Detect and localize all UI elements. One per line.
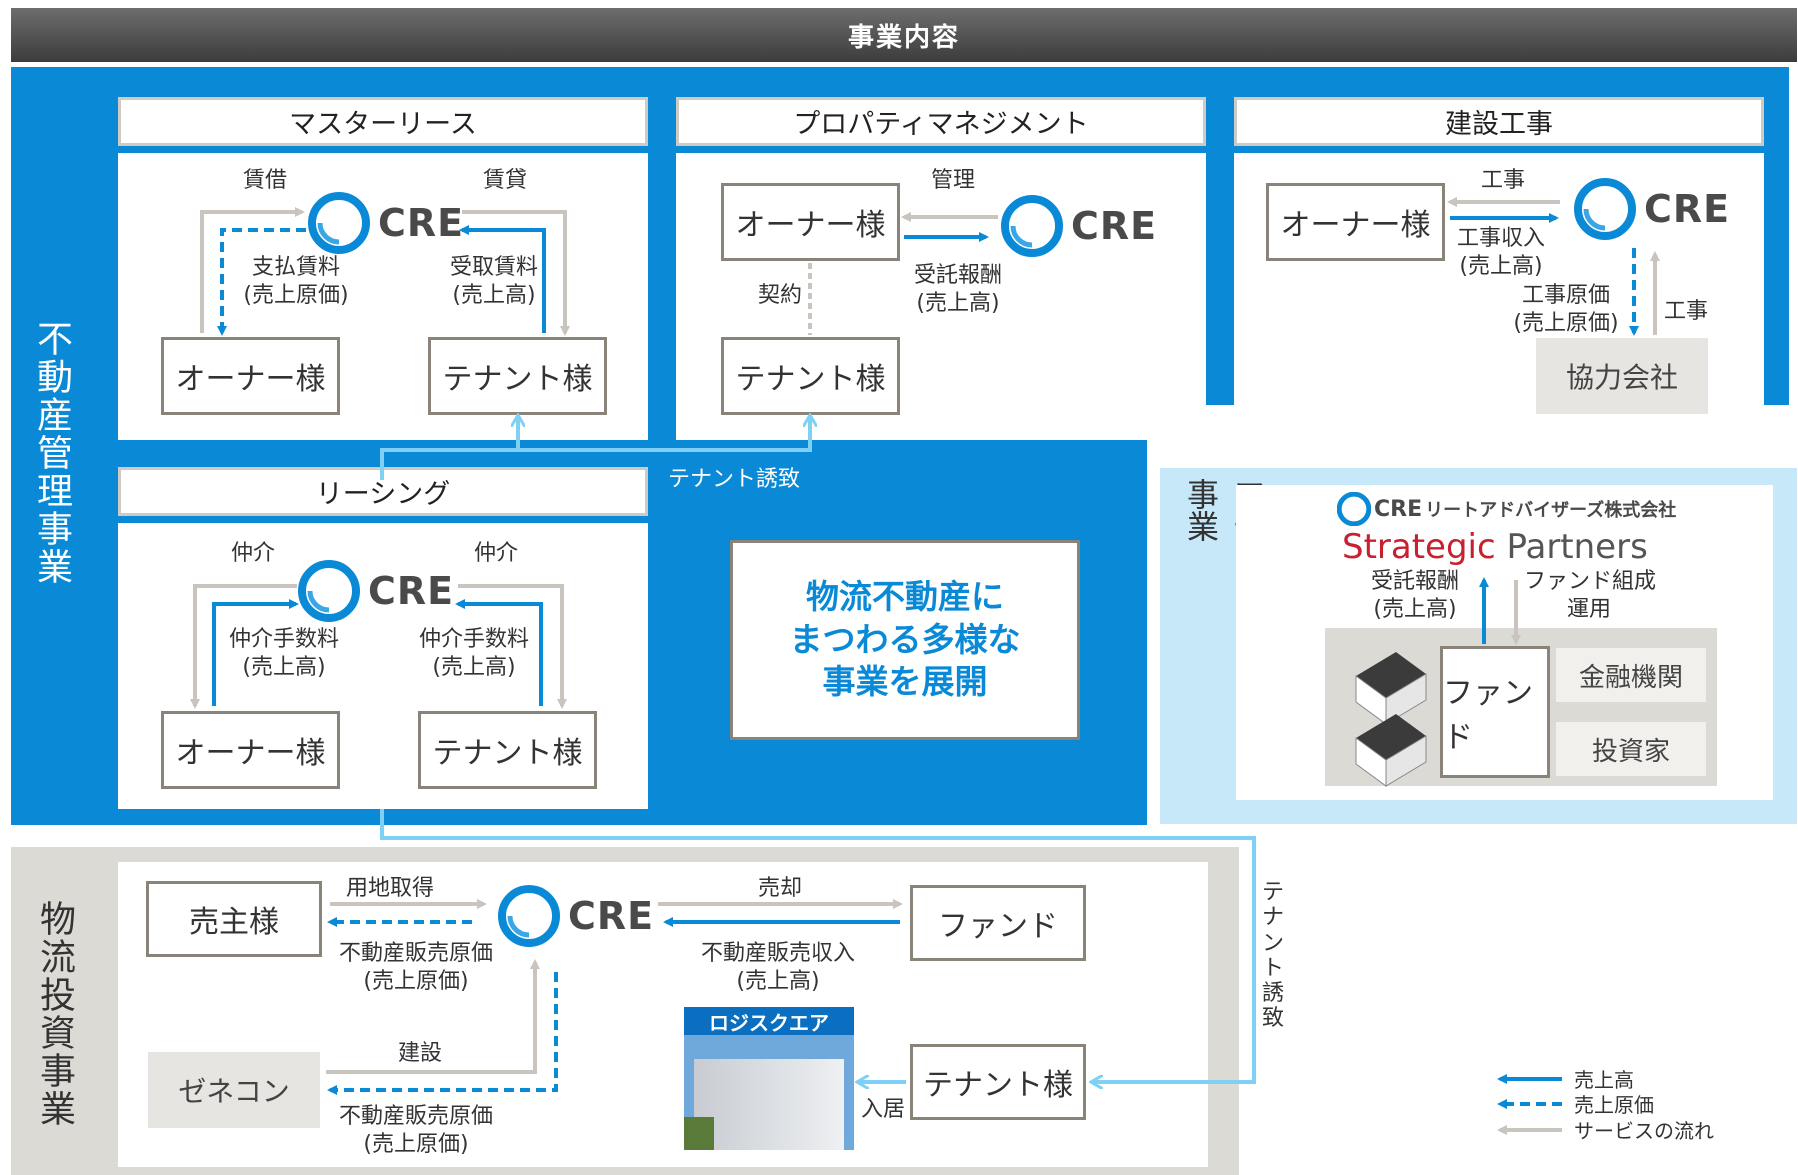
cre-logo: CRE [308,192,464,254]
broker-right-label: 仲介 [473,541,518,566]
partner-company-box: 協力会社 [1536,338,1708,414]
broker-fee-left-label: 仲介手数料 (売上高) [228,627,339,680]
master-lease-title: マスターリース [118,97,648,146]
receive-rent-label: 受取賃料 (売上高) [449,255,538,308]
asset-fee-label: 受託報酬 (売上高) [1370,569,1459,622]
legend-service: サービスの流れ [1574,1119,1714,1143]
fund-ops-label: ファンド組成 運用 [1524,569,1657,622]
logi-square-photo: ロジスクエア [684,1007,854,1150]
land-acquisition-label: 用地取得 [345,876,434,901]
cre-mark-icon [498,885,560,947]
contract-label: 契約 [757,283,802,308]
cre-wordmark: CRE [368,569,455,613]
cre-wordmark: CRE [378,201,465,245]
arrow [458,584,567,709]
lease-out-label: 賃貸 [482,168,527,193]
tenant-invite-vertical-label: テナント 誘致 [1261,880,1284,1032]
logistics-tenant-box: テナント様 [910,1044,1086,1120]
tree-shape [684,1117,714,1150]
property-owner-box: オーナー様 [721,183,900,261]
investor-box: 投資家 [1556,722,1706,776]
build-label: 建設 [397,1041,442,1066]
pay-rent-label: 支払賃料 (売上原価) [243,255,349,308]
cre-logo: CRE [1574,178,1730,240]
cre-wordmark: CRE [1644,187,1731,231]
leasing-title: リーシング [118,467,648,516]
work-right-label: 工事 [1663,299,1708,324]
cre-mark-icon [1574,178,1636,240]
cre-mark-icon [308,192,370,254]
arrow [212,599,299,706]
construction-owner-box: オーナー様 [1266,183,1445,261]
work-top-label: 工事 [1480,168,1525,193]
move-in-label: 入居 [860,1097,905,1122]
fund-box: ファンド [1440,646,1550,778]
logi-square-label: ロジスクエア [684,1007,854,1035]
cre-logo: CRE [298,560,454,622]
warehouse-icon [1355,714,1427,787]
cre-mark-icon [1001,195,1063,257]
logistics-fund-box: ファンド [910,885,1086,961]
warehouse-icon [1355,652,1427,725]
arrow [462,210,570,336]
arrow [326,959,540,1074]
tenant-invite-path [380,418,810,480]
genecon-box: ゼネコン [148,1052,320,1128]
cre-mark-icon [298,560,360,622]
arrow [217,228,306,336]
strategic-partners-logo: Strategic Partners [1342,527,1648,567]
section-label-re-mgmt: 不動産管理事業 [31,320,72,586]
arrow [190,584,297,709]
bank-box: 金融機関 [1556,648,1706,702]
cre-wordmark: CRE [568,894,655,938]
center-message: 物流不動産に まつわる多様な 事業を展開 [730,540,1080,740]
arrow [459,225,546,333]
logistics-revenue-label: 不動産販売収入 (売上高) [700,941,855,994]
manage-label: 管理 [930,168,975,193]
property-mgmt-title: プロパティマネジメント [676,97,1206,146]
arrow [200,207,305,333]
strategic-word: Strategic [1342,527,1496,567]
building-image [694,1059,844,1150]
master-lease-owner-box: オーナー様 [161,337,340,415]
page-title: 事業内容 [11,8,1797,62]
tenant-invite-path [380,809,1256,1082]
legend-revenue: 売上高 [1574,1068,1634,1092]
leasing-tenant-box: テナント様 [418,711,597,789]
cre-wordmark: CRE [1374,496,1423,522]
cre-mark-icon [1337,492,1371,526]
leasing-owner-box: オーナー様 [161,711,340,789]
construction-title: 建設工事 [1234,97,1764,146]
reit-advisors-name: リートアドバイザーズ株式会社 [1425,500,1677,521]
section-label-logistics: 物流投資事業 [34,900,75,1128]
construction-revenue-label: 工事収入 (売上高) [1456,226,1545,279]
tenant-invite-label: テナント誘致 [667,467,800,492]
cre-logo: CRE [498,885,654,947]
logistics-cost2-label: 不動産販売原価 (売上原価) [338,1104,493,1157]
cre-reit-advisors-logo: CRE リートアドバイザーズ株式会社 [1337,492,1676,526]
lease-in-label: 賃借 [242,168,287,193]
construction-cost-label: 工事原価 (売上原価) [1513,283,1619,336]
arrow [327,972,558,1095]
arrow [455,599,543,706]
cre-logo: CRE [1001,195,1157,257]
sale-label: 売却 [757,876,802,901]
logistics-cost1-label: 不動産販売原価 (売上原価) [338,941,493,994]
broker-left-label: 仲介 [230,541,275,566]
cre-wordmark: CRE [1071,204,1158,248]
seller-box: 売主様 [146,881,322,957]
pm-fee-label: 受託報酬 (売上高) [913,263,1002,316]
broker-fee-right-label: 仲介手数料 (売上高) [418,627,529,680]
master-lease-tenant-box: テナント様 [428,337,607,415]
partners-word: Partners [1495,527,1648,567]
legend-cost: 売上原価 [1574,1093,1654,1117]
